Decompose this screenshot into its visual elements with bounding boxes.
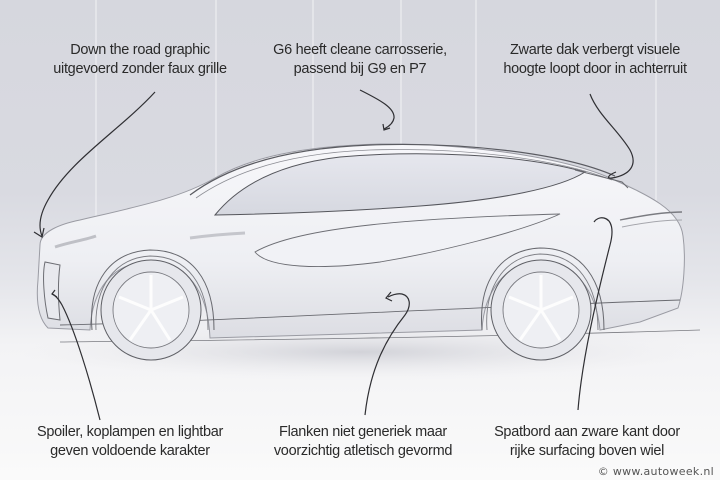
annotation-top-left: Down the road graphic uitgevoerd zonder … xyxy=(40,41,240,79)
arrow-top-right xyxy=(589,93,634,179)
roof-line xyxy=(189,143,616,196)
annotation-text: Down the road graphic xyxy=(70,42,210,58)
arrow-top-center xyxy=(359,89,395,130)
annotation-text: rijke surfacing boven wiel xyxy=(509,443,665,459)
front-intake xyxy=(43,261,61,321)
arrow-bottom-right xyxy=(577,217,613,411)
annotation-text: Spatbord aan zware kant door xyxy=(494,424,680,440)
annotation-top-right: Zwarte dak verbergt visuele hoogte loopt… xyxy=(475,41,715,79)
annotation-text: geven voldoende karakter xyxy=(50,443,210,459)
annotation-text: hoogte loopt door in achterruit xyxy=(503,61,687,77)
copyright-credit: © www.autoweek.nl xyxy=(597,465,714,478)
annotation-text: Zwarte dak verbergt visuele xyxy=(509,42,680,58)
arrow-bottom-center xyxy=(364,293,410,416)
front-wheel xyxy=(91,249,215,361)
flank-surface xyxy=(254,213,561,267)
rear-wheel xyxy=(481,247,605,361)
headlight-bar xyxy=(54,234,97,249)
car-window xyxy=(213,153,587,216)
annotation-text: voorzichtig atletisch gevormd xyxy=(273,443,453,459)
annotation-top-center: G6 heeft cleane carrosserie, passend bij… xyxy=(260,41,460,79)
annotation-text: Spoiler, koplampen en lightbar xyxy=(36,424,224,440)
annotation-text: G6 heeft cleane carrosserie, xyxy=(273,42,447,58)
annotation-bottom-center: Flanken niet generiek maar voorzichtig a… xyxy=(258,423,468,461)
annotation-bottom-left: Spoiler, koplampen en lightbar geven vol… xyxy=(20,423,240,461)
rear-lightbar xyxy=(619,211,683,221)
annotation-text: passend bij G9 en P7 xyxy=(293,61,427,77)
annotation-arrows xyxy=(33,89,634,421)
rear-spoiler xyxy=(574,169,629,189)
annotation-text: Flanken niet generiek maar xyxy=(279,424,447,440)
arrow-top-left xyxy=(39,91,156,237)
annotation-bottom-right: Spatbord aan zware kant door rijke surfa… xyxy=(482,423,692,461)
annotation-text: uitgevoerd zonder faux grille xyxy=(53,61,227,77)
